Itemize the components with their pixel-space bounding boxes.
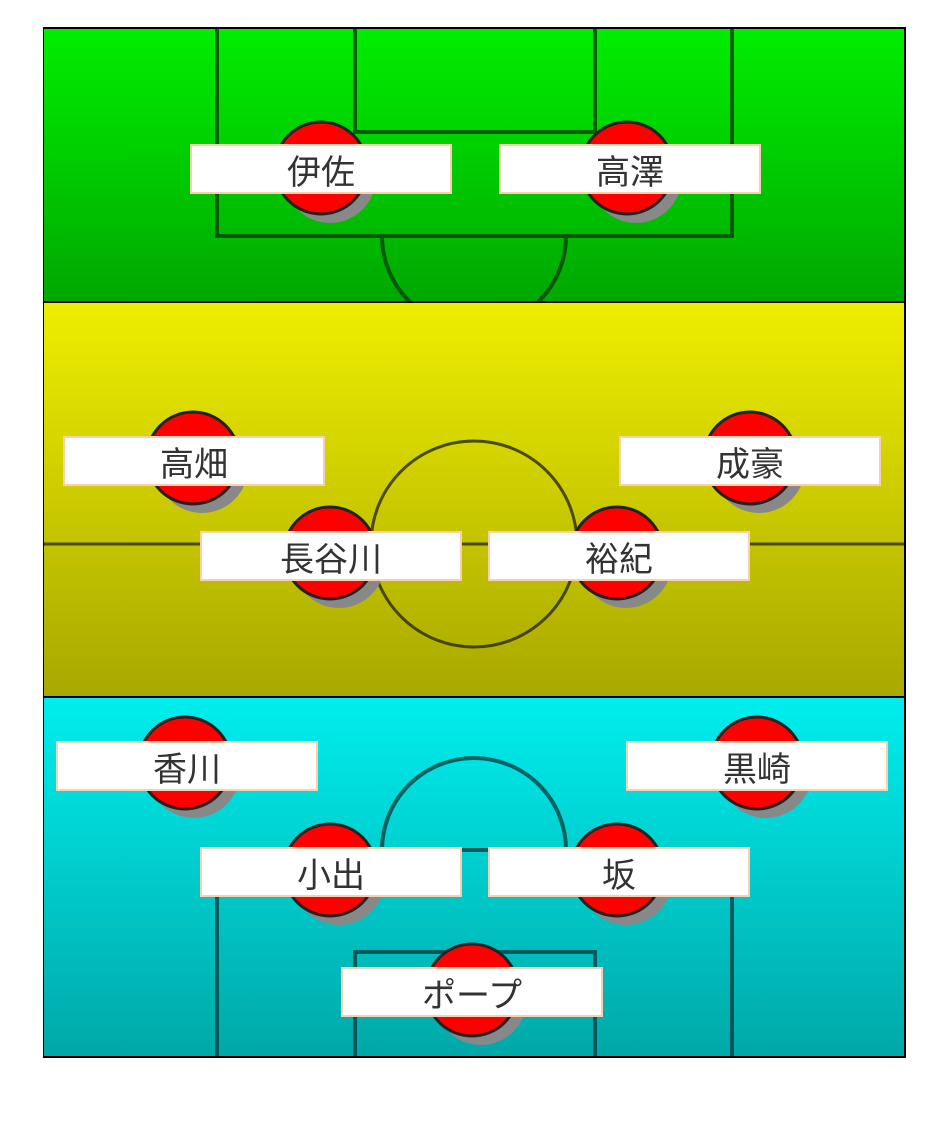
player-label[interactable]: 成豪 (619, 436, 881, 486)
penalty-arc (380, 235, 568, 301)
forward-zone (44, 29, 904, 301)
player-label[interactable]: 高澤 (499, 144, 761, 194)
player-label[interactable]: ポープ (341, 967, 603, 1017)
player-label[interactable]: 裕紀 (488, 531, 750, 581)
penalty-arc (380, 756, 568, 851)
penalty-box (215, 29, 734, 238)
player-label[interactable]: 坂 (488, 847, 750, 897)
player-label[interactable]: 長谷川 (200, 531, 462, 581)
goal-area (353, 29, 597, 134)
player-label[interactable]: 香川 (56, 741, 318, 791)
player-label[interactable]: 伊佐 (190, 144, 452, 194)
player-label[interactable]: 黒崎 (626, 741, 888, 791)
penalty-box (215, 848, 734, 1056)
player-label[interactable]: 小出 (200, 847, 462, 897)
player-label[interactable]: 高畑 (63, 436, 325, 486)
